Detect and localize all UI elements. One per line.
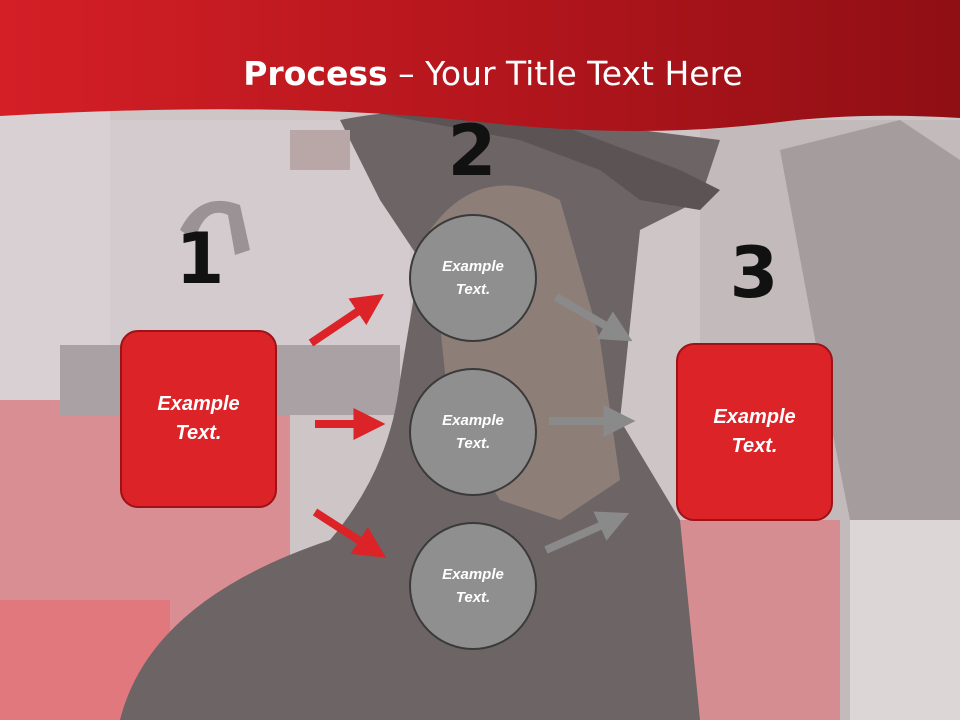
step-box-1-line1: Example (157, 393, 240, 415)
arrow-gray-up (544, 511, 630, 554)
title-rest: – Your Title Text Here (387, 54, 743, 93)
step-box-1: Example Text. (120, 330, 277, 508)
circle-top-line1: Example (442, 258, 504, 275)
circle-top: Example Text. (409, 214, 537, 342)
circle-middle-line2: Text. (455, 435, 491, 452)
page-title: Process – Your Title Text Here (0, 52, 960, 96)
step-box-3-line2: Text. (731, 435, 778, 457)
step-box-3-line1: Example (713, 406, 796, 428)
circle-bottom: Example Text. (409, 522, 537, 650)
arrow-gray-down (553, 293, 633, 342)
step-number-1: 1 (175, 218, 225, 300)
circle-bottom-line2: Text. (455, 589, 491, 606)
arrow-red-up (308, 293, 384, 347)
step-box-3: Example Text. (676, 343, 833, 521)
circle-bottom-line1: Example (442, 566, 504, 583)
step-box-1-line2: Text. (175, 422, 222, 444)
circle-middle: Example Text. (409, 368, 537, 496)
arrow-red-down (312, 508, 387, 558)
step-number-2: 2 (447, 110, 497, 192)
title-bold: Process (243, 54, 388, 93)
step-number-3: 3 (729, 232, 779, 314)
circle-top-line2: Text. (455, 281, 491, 298)
circle-middle-line1: Example (442, 412, 504, 429)
